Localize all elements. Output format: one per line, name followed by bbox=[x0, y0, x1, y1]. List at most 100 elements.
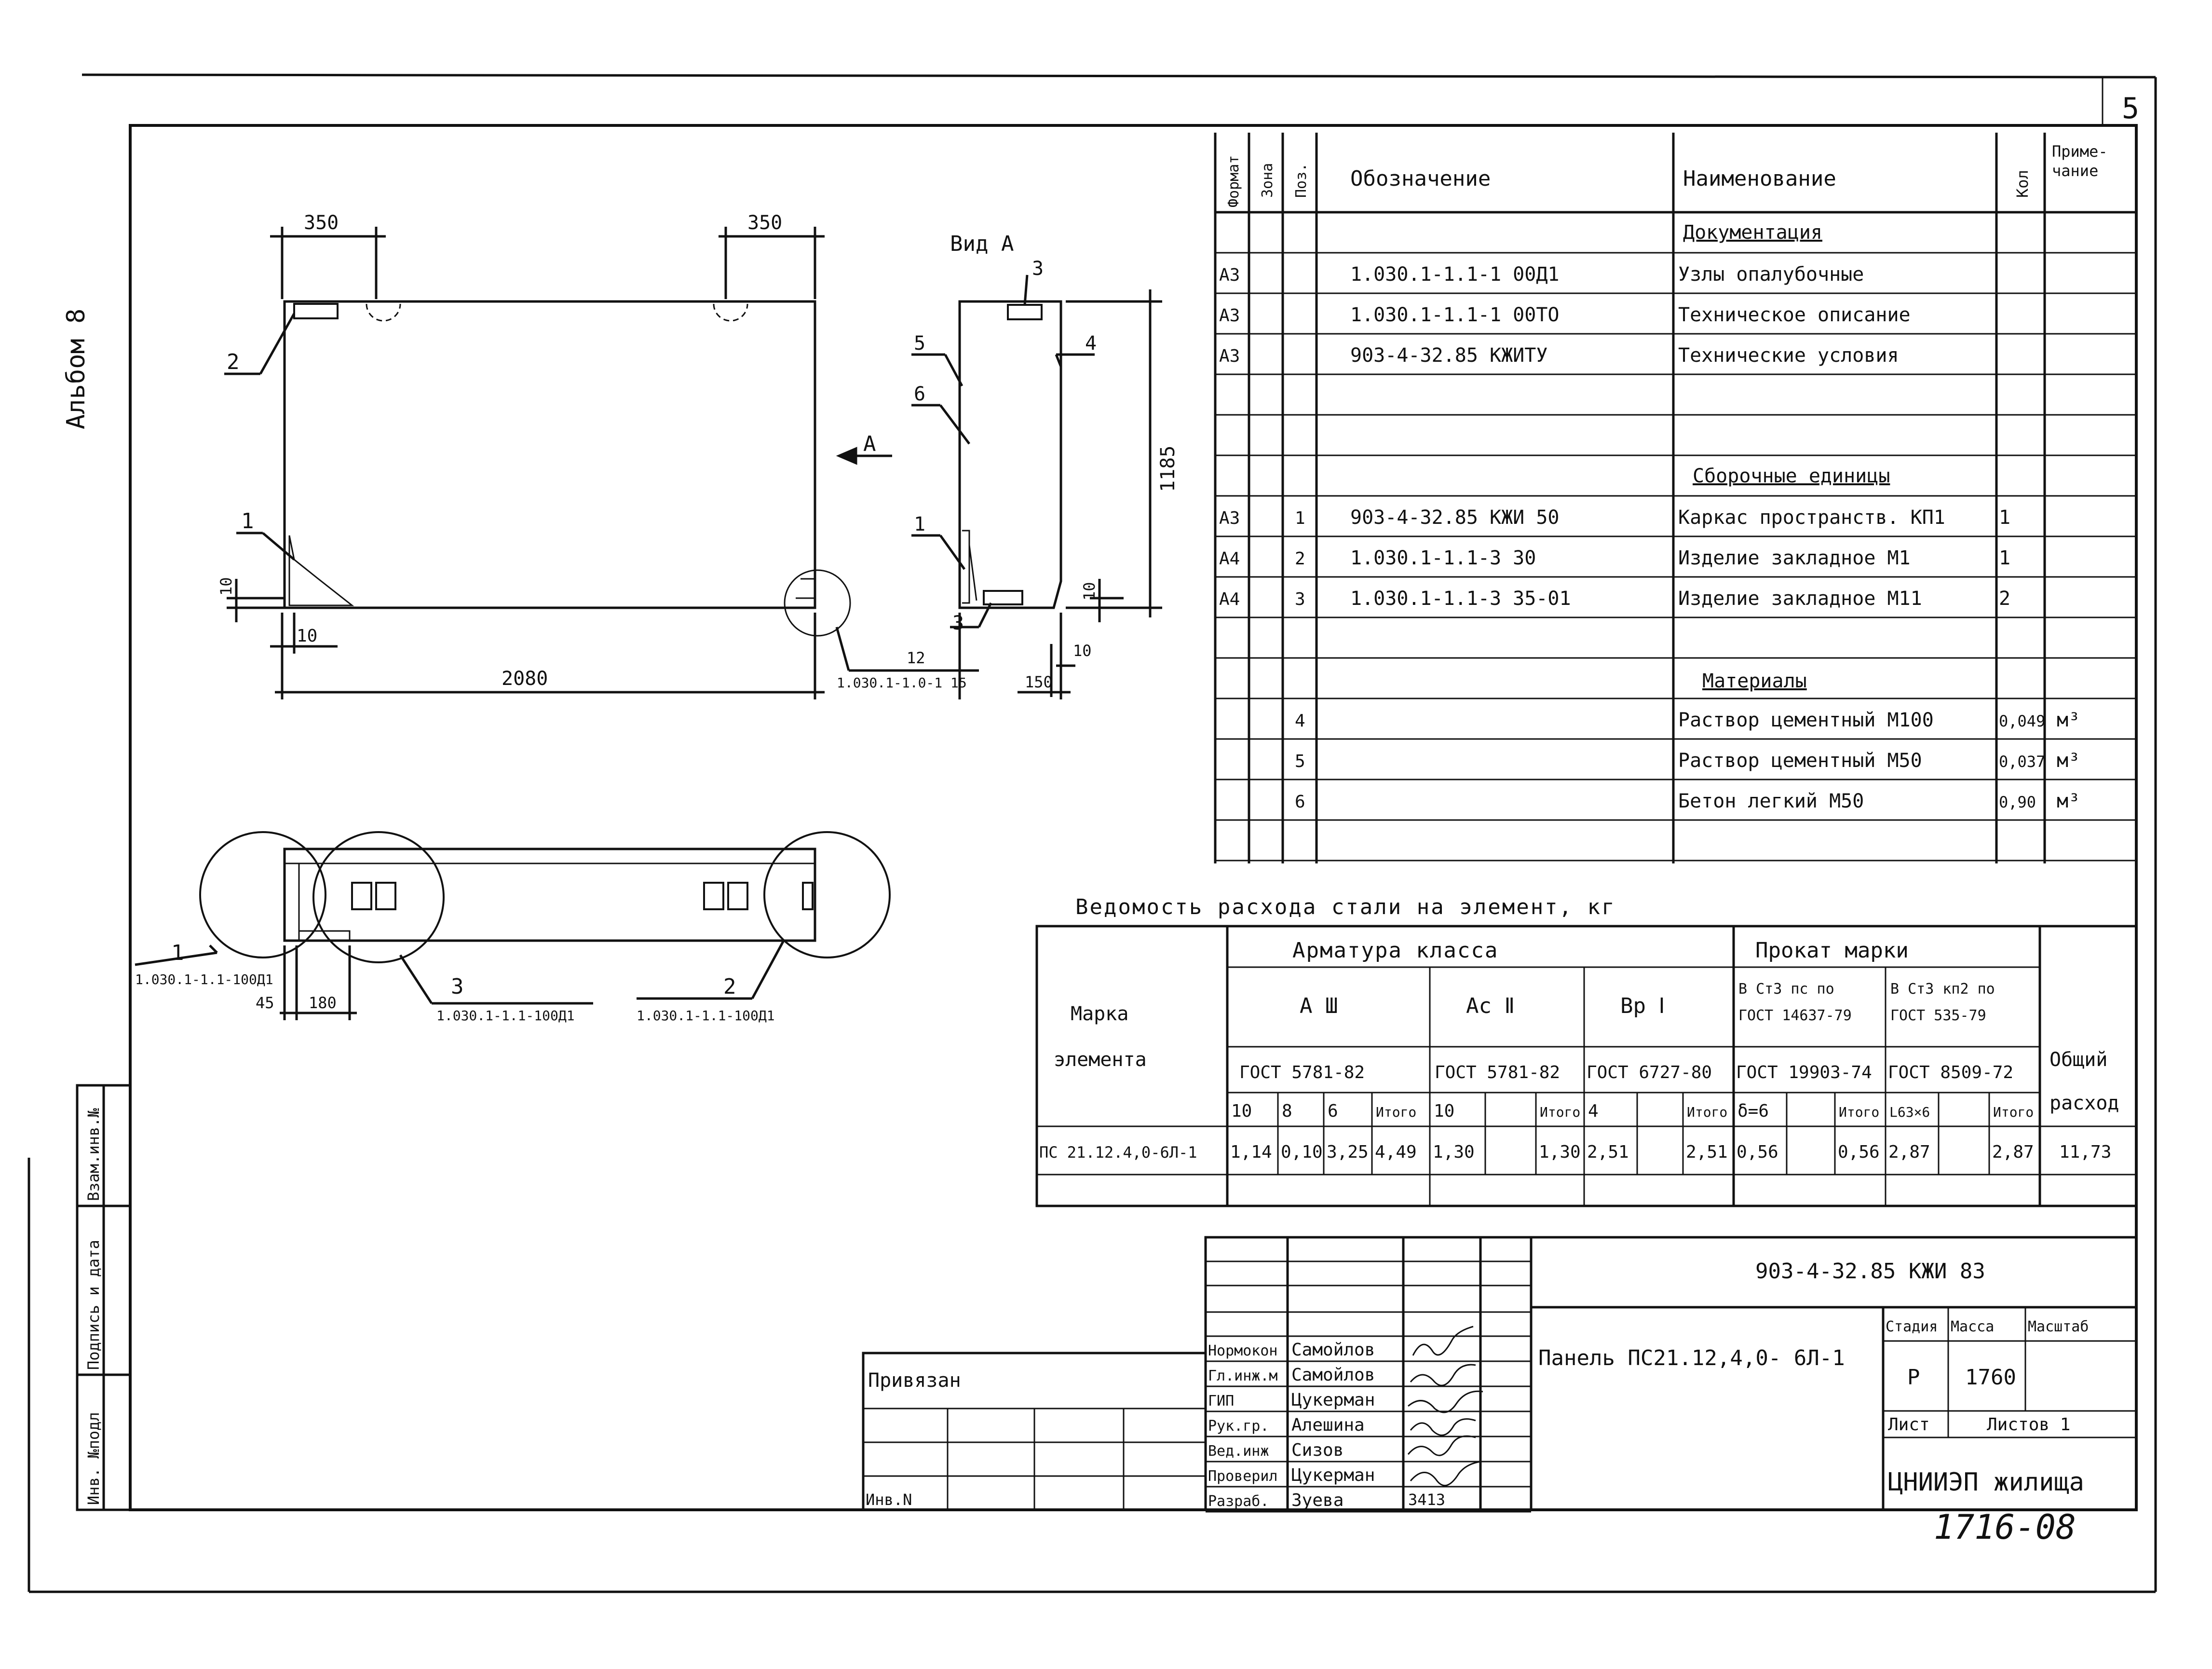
steel-value: 1,30 bbox=[1433, 1142, 1475, 1162]
tb-org: ЦНИИЭП жилища bbox=[1888, 1468, 2084, 1497]
spec-designation: 1.030.1-1.1-1 00ТО bbox=[1350, 304, 1559, 326]
title-block: 903-4-32.85 КЖИ 83 Панель ПС21.12,4,0- 6… bbox=[862, 1236, 2138, 1513]
spec-row: 4 Раствор цементный М100 0,049 м³ bbox=[1295, 709, 2080, 731]
steel-gost: ГОСТ 6727-80 bbox=[1587, 1063, 1712, 1082]
class-ac2: Ас Ⅱ bbox=[1466, 994, 1515, 1018]
spec-designation: 1.030.1-1.1-3 30 bbox=[1350, 547, 1536, 569]
spec-pos: 4 bbox=[1295, 711, 1305, 731]
spec-qty: 0,90 bbox=[1999, 793, 2036, 811]
dim-10-right: 10 bbox=[1073, 642, 1092, 660]
callout-1: 1 bbox=[241, 509, 254, 534]
tb-name: Самойлов bbox=[1291, 1340, 1375, 1360]
spec-name: Технические условия bbox=[1678, 344, 1899, 367]
tb-name: Алешина bbox=[1291, 1415, 1365, 1435]
tb-name: Самойлов bbox=[1291, 1365, 1375, 1385]
spec-name: Раствор цементный М100 bbox=[1678, 709, 1934, 731]
dim-350-right: 350 bbox=[747, 212, 782, 234]
spec-qty: 2 bbox=[1999, 588, 2010, 610]
steel-value: 0,10 bbox=[1281, 1142, 1323, 1162]
dim-10-left: 10 bbox=[217, 577, 235, 596]
spec-name: Бетон легкий М50 bbox=[1678, 790, 1864, 812]
spec-qty: 0,037 bbox=[1999, 752, 2045, 771]
plan-ref-2: 1.030.1-1.1-100Д1 bbox=[637, 1008, 775, 1024]
spec-name: Каркас пространств. КП1 bbox=[1678, 506, 1945, 529]
steel-subcol: 10 bbox=[1434, 1101, 1454, 1121]
steel-value: 1,30 bbox=[1539, 1142, 1581, 1162]
callout-2: 2 bbox=[227, 350, 240, 374]
spec-note: м³ bbox=[2057, 750, 2080, 772]
steel-value: 0,56 bbox=[1838, 1142, 1880, 1162]
col-zone: Зона bbox=[1259, 163, 1276, 198]
spec-qty: 0,049 bbox=[1999, 712, 2045, 730]
view-a-callout-3-top: 3 bbox=[1032, 258, 1044, 280]
spec-pos: 6 bbox=[1295, 792, 1305, 812]
steel-gost: ГОСТ 19903-74 bbox=[1736, 1063, 1872, 1082]
view-a-title: Вид А bbox=[950, 232, 1014, 256]
steel-subcol: Итого bbox=[1839, 1104, 1879, 1120]
spec-note: м³ bbox=[2057, 790, 2080, 812]
steel-subcol: Итого bbox=[1993, 1104, 2034, 1120]
node-ref-main: 1.030.1-1.0-1 15 bbox=[837, 675, 967, 691]
steel-value: 0,56 bbox=[1737, 1142, 1778, 1162]
steel-subcol: Итого bbox=[1376, 1104, 1416, 1120]
spec-format: А3 bbox=[1219, 306, 1240, 326]
col-format: Формат bbox=[1225, 155, 1242, 207]
steel-title: Ведомость расхода стали на элемент, кг bbox=[1075, 895, 1616, 919]
view-a-callout-1: 1 bbox=[914, 513, 925, 535]
top-corner-mark: 5 bbox=[2122, 92, 2139, 125]
steel-value: 1,14 bbox=[1230, 1142, 1272, 1162]
steel-row-mark: ПС 21.12.4,0-6Л-1 bbox=[1039, 1143, 1197, 1162]
tb-person: Гл.инж.м Самойлов bbox=[1208, 1365, 1375, 1385]
view-a-callout-5: 5 bbox=[914, 332, 925, 355]
plan-ref-1: 1.030.1-1.1-100Д1 bbox=[135, 971, 273, 987]
steel-subcol: 6 bbox=[1328, 1101, 1338, 1121]
tb-name: Зуева bbox=[1291, 1491, 1343, 1510]
spec-designation: 903-4-32.85 КЖИТУ bbox=[1350, 344, 1547, 367]
spec-name: Узлы опалубочные bbox=[1678, 263, 1864, 286]
panel-plan: 1 3 2 1.030.1-1.1-100Д1 1.030.1-1.1-100Д… bbox=[135, 831, 891, 1024]
tb-stage-h: Стадия bbox=[1886, 1318, 1938, 1335]
dim-150: 150 bbox=[1025, 673, 1053, 691]
spec-name: Изделие закладное М1 bbox=[1678, 547, 1911, 569]
spec-note: м³ bbox=[2057, 709, 2080, 731]
tb-role: ГИП bbox=[1208, 1393, 1234, 1409]
plan-callout-1: 1 bbox=[171, 941, 184, 965]
steel-value: 2,51 bbox=[1686, 1142, 1728, 1162]
steel-value: 2,87 bbox=[1992, 1142, 2034, 1162]
spec-pos: 3 bbox=[1295, 589, 1305, 609]
steel-h-prokat: Прокат марки bbox=[1755, 938, 1909, 963]
panel-elevation: 350 350 2080 10 10 2 1 А 12 1.030.1-1.0-… bbox=[217, 212, 979, 699]
dim-180: 180 bbox=[309, 994, 337, 1012]
spec-pos: 1 bbox=[1295, 508, 1305, 528]
view-a-callout-3-bottom: 3 bbox=[952, 612, 964, 634]
col-name: Наименование bbox=[1683, 166, 1836, 191]
side-stamp: Взам.инв.№ Подпись и дата Инв. №подл bbox=[76, 1084, 132, 1511]
steel-gost: ГОСТ 5781-82 bbox=[1239, 1063, 1365, 1082]
spec-format: А4 bbox=[1219, 589, 1240, 609]
spec-designation: 1.030.1-1.1-1 00Д1 bbox=[1350, 263, 1559, 286]
bottom-number: 1716-08 bbox=[1934, 1507, 2076, 1547]
signatures bbox=[1407, 1326, 1483, 1486]
tb-role: Проверил bbox=[1208, 1468, 1278, 1485]
tb-person: Разраб.Зуева bbox=[1208, 1491, 1343, 1510]
tb-role: Гл.инж.м bbox=[1208, 1368, 1278, 1384]
section-materials: Материалы bbox=[1702, 670, 1807, 692]
steel-subcol: Итого bbox=[1540, 1104, 1580, 1120]
dim-10-view-a: 10 bbox=[1080, 582, 1099, 601]
steel-table: Ведомость расхода стали на элемент, кг М… bbox=[1035, 895, 2138, 1207]
tb-code: 903-4-32.85 КЖИ 83 bbox=[1755, 1259, 1985, 1284]
dim-45: 45 bbox=[256, 994, 274, 1012]
dim-350-left: 350 bbox=[304, 212, 339, 234]
tb-inv: Инв.N bbox=[866, 1491, 912, 1509]
steel-gost: ГОСТ 8509-72 bbox=[1888, 1063, 2013, 1082]
tb-scale-h: Масштаб bbox=[2028, 1318, 2089, 1335]
